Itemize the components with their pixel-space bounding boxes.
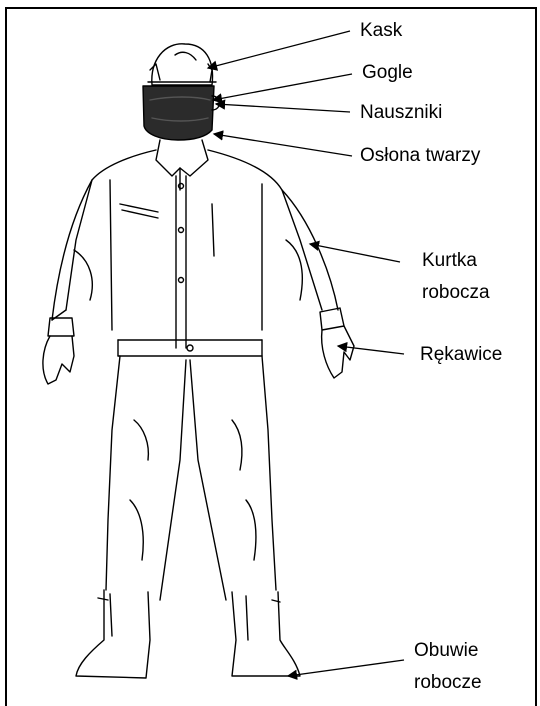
leader-earmuffs bbox=[216, 104, 350, 112]
label-earmuffs: Nauszniki bbox=[360, 102, 442, 124]
leader-gloves bbox=[338, 346, 404, 354]
leader-face-shield bbox=[214, 134, 352, 156]
label-goggles: Gogle bbox=[362, 62, 413, 84]
label-jacket-line1: Kurtka bbox=[422, 250, 477, 272]
leader-goggles bbox=[213, 74, 352, 100]
label-boots-line1: Obuwie bbox=[414, 640, 478, 662]
leader-helmet bbox=[208, 31, 350, 68]
label-gloves: Rękawice bbox=[420, 344, 502, 366]
label-boots-line2: robocze bbox=[414, 672, 482, 694]
label-face-shield: Osłona twarzy bbox=[360, 145, 480, 167]
label-jacket-line2: robocza bbox=[422, 282, 490, 304]
label-helmet: Kask bbox=[360, 20, 402, 42]
leader-jacket bbox=[310, 244, 400, 262]
leader-boots bbox=[288, 660, 404, 676]
